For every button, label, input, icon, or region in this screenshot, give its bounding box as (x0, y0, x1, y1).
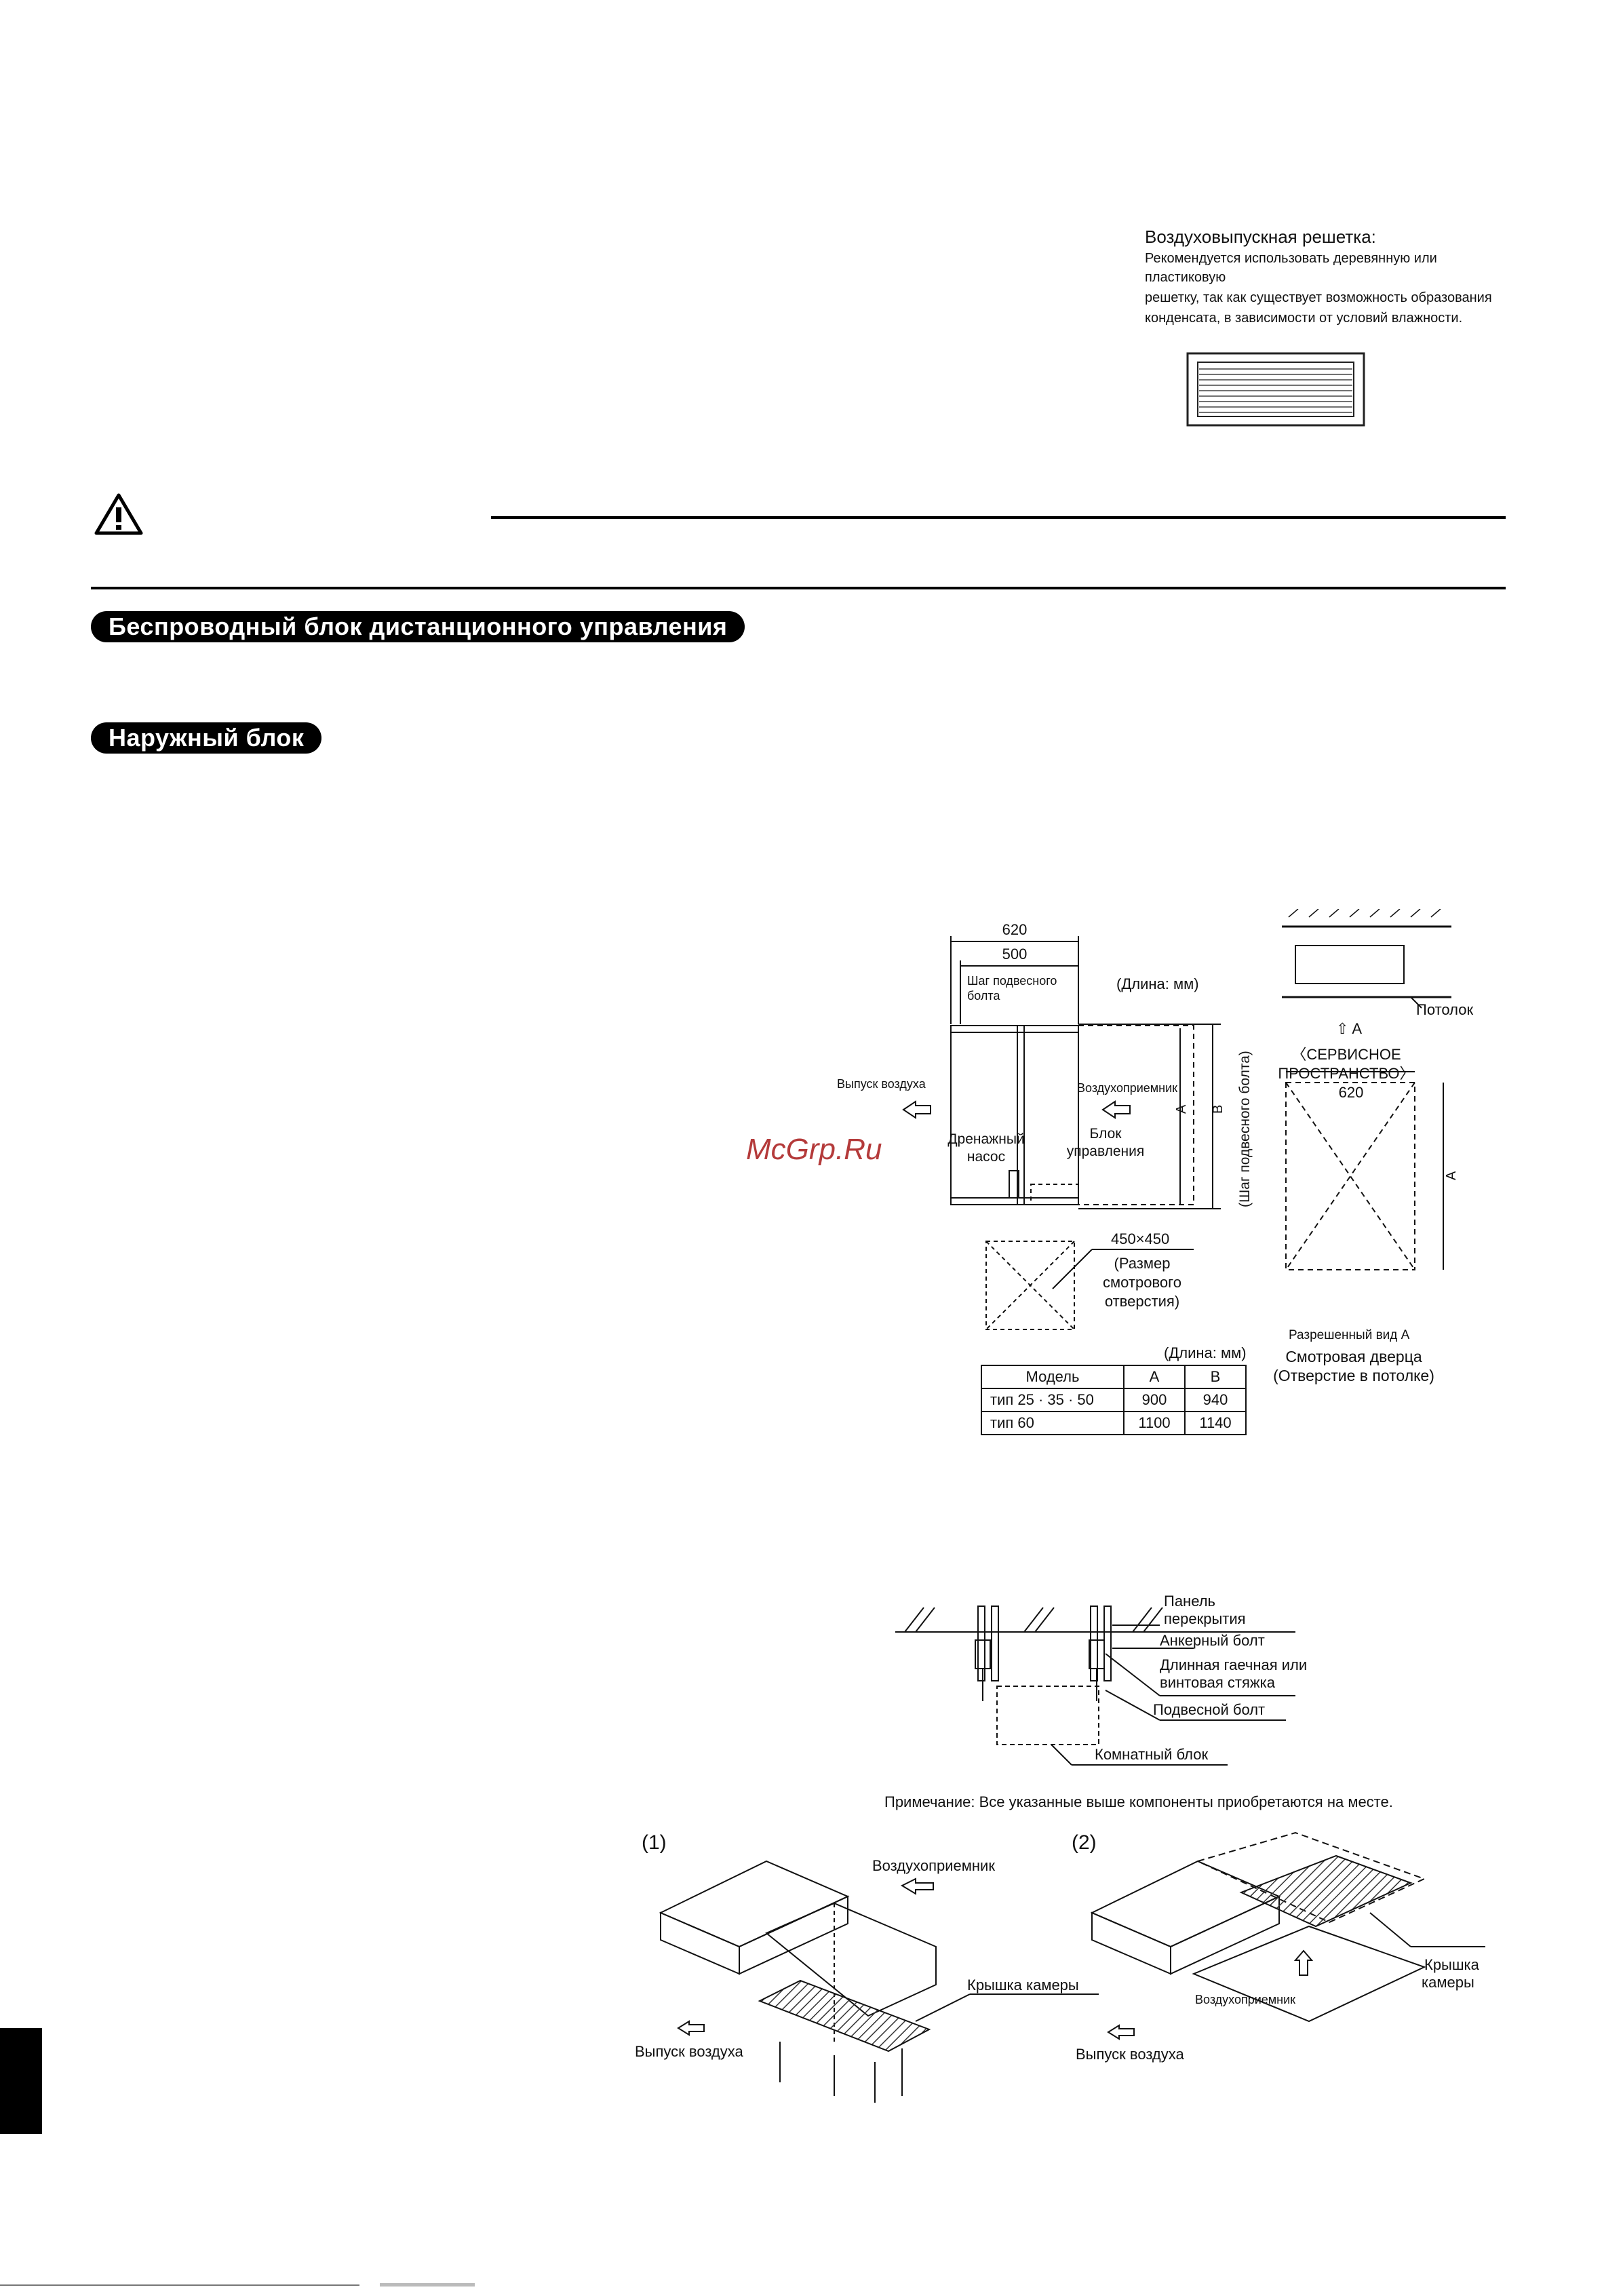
inspection-size: 450×450 (1111, 1230, 1169, 1247)
table-unit: (Длина: мм) (1164, 1344, 1247, 1361)
inlet-label: Воздухоприемник (1077, 1081, 1177, 1095)
pitch-vertical: (Шаг подвесного болта) (1237, 1051, 1253, 1207)
footer-rule (0, 2284, 359, 2286)
dim-500: 500 (1002, 946, 1028, 962)
model-table: Модель A B тип 25 · 35 · 50 900 940 тип … (981, 1365, 1247, 1435)
outlet2-label: Выпуск воздуха (1076, 2046, 1185, 2063)
view-label: Разрешенный вид A (1289, 1328, 1410, 1342)
door-1: Смотровая дверца (1285, 1348, 1422, 1365)
warning-icon (94, 493, 143, 535)
dim-A: A (1174, 1104, 1189, 1114)
room-label: Комнатный блок (1095, 1746, 1208, 1763)
grille-note: Воздуховыпускная решетка: Рекомендуется … (1145, 227, 1498, 328)
anchor-label: Анкерный болт (1160, 1632, 1265, 1649)
nut-2: винтовая стяжка (1160, 1674, 1276, 1691)
installation-diagrams: (1) (2) Воздухоприемник Крышка камеры Вы… (635, 1831, 1485, 2103)
cover2-2: камеры (1422, 1974, 1474, 1991)
dim-A2: A (1444, 1171, 1459, 1180)
dimension-drawing: 620 500 Шаг подвесного болта (Длина: мм)… (837, 909, 1473, 1384)
outlet-label: Выпуск воздуха (837, 1077, 926, 1091)
cover2-1: Крышка (1424, 1956, 1480, 1973)
grille-desc-1: Рекомендуется использовать деревянную ил… (1145, 251, 1437, 285)
dim-620: 620 (1002, 921, 1028, 938)
table-header: A (1123, 1365, 1186, 1389)
control-1: Блок (1090, 1126, 1122, 1142)
footer-mark (380, 2283, 475, 2287)
warning-rule (491, 516, 1506, 519)
inspection-3: отверстия) (1105, 1293, 1179, 1310)
inspection-2: смотрового (1103, 1274, 1181, 1291)
watermark: McGrp.Ru (746, 1133, 882, 1166)
inlet2-label: Воздухоприемник (1195, 1993, 1295, 2006)
table-cell: 940 (1184, 1388, 1247, 1412)
pitch-2: болта (967, 989, 1000, 1003)
nut-1: Длинная гаечная или (1160, 1656, 1307, 1673)
table-header: B (1184, 1365, 1247, 1389)
grille-desc-3: конденсата, в зависимости от условий вла… (1145, 311, 1463, 326)
inspection-1: (Размер (1114, 1255, 1171, 1272)
drain-1: Дренажный (947, 1131, 1024, 1147)
table-cell: тип 60 (981, 1411, 1125, 1435)
service-1: 〈СЕРВИСНОЕ (1291, 1046, 1401, 1063)
drain-2: насос (967, 1149, 1005, 1165)
heading-wireless: Беспроводный блок дистанционного управле… (91, 611, 745, 642)
suspension-note: Примечание: Все указанные выше компонент… (884, 1793, 1393, 1810)
section-rule (91, 587, 1506, 589)
service-2: ПРОСТРАНСТВО〉 (1278, 1065, 1414, 1082)
variant-1: (1) (642, 1831, 667, 1854)
unit-label: (Длина: мм) (1116, 975, 1199, 992)
pitch-1: Шаг подвесного (967, 974, 1057, 988)
heading-outdoor: Наружный блок (91, 722, 322, 754)
table-cell: тип 25 · 35 · 50 (981, 1388, 1125, 1412)
inlet1-label: Воздухоприемник (872, 1857, 995, 1874)
dim-B: B (1211, 1105, 1226, 1114)
cover1-label: Крышка камеры (967, 1977, 1079, 1993)
panel-2: перекрытия (1164, 1610, 1246, 1627)
table-cell: 1100 (1123, 1411, 1186, 1435)
outlet1-label: Выпуск воздуха (635, 2043, 744, 2060)
table-cell: 1140 (1184, 1411, 1247, 1435)
dim-620b: 620 (1339, 1084, 1364, 1101)
grille-title: Воздуховыпускная решетка: (1145, 227, 1376, 247)
bolt-label: Подвесной болт (1153, 1701, 1265, 1718)
page-tab (0, 2028, 42, 2134)
panel-1: Панель (1164, 1593, 1215, 1610)
suspension-diagram: Панель перекрытия Анкерный болт Длинная … (895, 1593, 1307, 1766)
grille-icon (1186, 352, 1365, 427)
ceiling-label: Потолок (1416, 1001, 1473, 1018)
grille-desc-2: решетку, так как существует возможность … (1145, 290, 1492, 305)
door-2: (Отверстие в потолке) (1273, 1367, 1434, 1384)
service-arrow: ⇧ A (1336, 1020, 1362, 1037)
control-2: управления (1067, 1144, 1145, 1159)
variant-2: (2) (1072, 1831, 1097, 1854)
table-cell: 900 (1123, 1388, 1186, 1412)
table-header: Модель (981, 1365, 1125, 1389)
